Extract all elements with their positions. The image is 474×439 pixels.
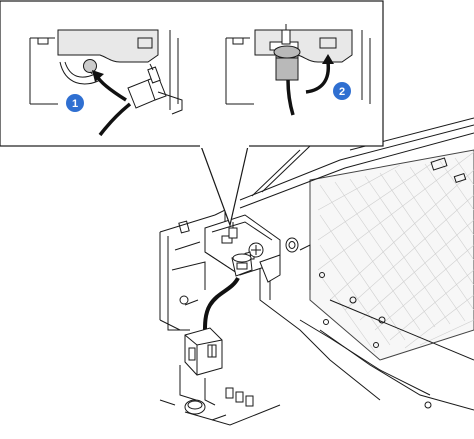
step-1-number: 1 xyxy=(72,98,78,110)
step-1-chassis-slot xyxy=(29,29,179,105)
chassis-assembly xyxy=(159,117,474,426)
step-1-switch xyxy=(127,63,183,115)
cable-connector xyxy=(184,327,223,376)
chassis-center-frame xyxy=(214,209,474,411)
step-2-cable xyxy=(286,79,295,116)
chassis-top-rail xyxy=(239,117,474,209)
switch-bracket-installed xyxy=(204,214,299,283)
step-2-number: 2 xyxy=(339,86,345,98)
step-2-arrow xyxy=(305,61,331,94)
step-1-mount-post xyxy=(83,59,97,73)
step-1-illustration xyxy=(29,29,183,137)
callout-panel xyxy=(0,0,384,228)
step-2-badge: 2 xyxy=(333,82,351,100)
chassis-left-wall xyxy=(159,214,216,331)
mesh-panel xyxy=(309,149,474,361)
step-1-cable xyxy=(98,102,132,137)
board-components xyxy=(159,365,281,426)
step-2-illustration xyxy=(225,24,371,116)
intrusion-switch-installed xyxy=(231,251,253,277)
step-1-badge: 1 xyxy=(66,94,84,112)
